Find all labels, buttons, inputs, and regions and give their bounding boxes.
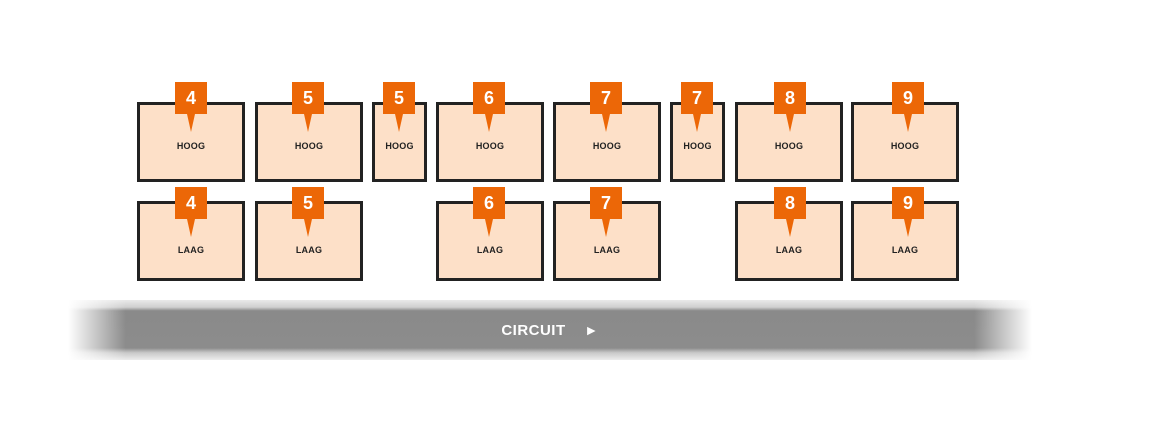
pin-number: 5 [302,88,313,108]
pin-number: 6 [483,88,494,108]
circuit-label-row: CIRCUIT ► [0,322,1100,339]
block-label: LAAG [177,245,205,255]
pin-number: 8 [784,193,795,213]
pin-number: 4 [185,193,196,213]
block-label: HOOG [475,141,505,151]
pin-number: 6 [483,193,494,213]
pin-pointer-icon [304,114,312,132]
pin-pointer-icon [786,219,794,237]
block-number-pin[interactable]: 4 [175,82,207,132]
pin-number: 9 [902,88,913,108]
block-label: HOOG [176,141,206,151]
block-number-pin[interactable]: 8 [774,82,806,132]
block-label: HOOG [890,141,920,151]
pin-pointer-icon [602,114,610,132]
pin-pointer-icon [786,114,794,132]
block-label: HOOG [592,141,622,151]
block-number-pin[interactable]: 4 [175,187,207,237]
pin-number: 9 [902,193,913,213]
pin-pointer-icon [904,114,912,132]
play-arrow-icon: ► [584,322,599,338]
stand-block-hoog-6[interactable]: HOOG [436,102,544,182]
pin-pointer-icon [693,114,701,132]
circuit-track [68,300,1032,360]
block-label: HOOG [683,141,712,151]
circuit-label: CIRCUIT [501,322,566,339]
block-number-pin[interactable]: 6 [473,82,505,132]
block-label: LAAG [476,245,504,255]
pin-number: 7 [600,193,611,213]
block-number-pin[interactable]: 5 [292,187,324,237]
block-label: LAAG [891,245,919,255]
pin-pointer-icon [304,219,312,237]
block-label: HOOG [294,141,324,151]
pin-number: 5 [393,88,404,108]
pin-pointer-icon [485,219,493,237]
stand-block-laag-4[interactable]: LAAG [137,201,245,281]
block-label: HOOG [385,141,414,151]
block-number-pin[interactable]: 7 [590,187,622,237]
block-number-pin[interactable]: 9 [892,187,924,237]
pin-pointer-icon [485,114,493,132]
block-number-pin[interactable]: 5 [292,82,324,132]
block-number-pin[interactable]: 9 [892,82,924,132]
pin-pointer-icon [395,114,403,132]
block-label: LAAG [295,245,323,255]
pin-pointer-icon [187,219,195,237]
pin-pointer-icon [187,114,195,132]
pin-number: 8 [784,88,795,108]
block-number-pin[interactable]: 5 [383,82,415,132]
pin-pointer-icon [602,219,610,237]
pin-number: 4 [185,88,196,108]
block-number-pin[interactable]: 8 [774,187,806,237]
pin-pointer-icon [904,219,912,237]
pin-number: 7 [691,88,702,108]
pin-number: 5 [302,193,313,213]
block-label: LAAG [593,245,621,255]
pin-number: 7 [600,88,611,108]
block-number-pin[interactable]: 6 [473,187,505,237]
block-number-pin[interactable]: 7 [681,82,713,132]
block-number-pin[interactable]: 7 [590,82,622,132]
block-label: HOOG [774,141,804,151]
block-label: LAAG [775,245,803,255]
